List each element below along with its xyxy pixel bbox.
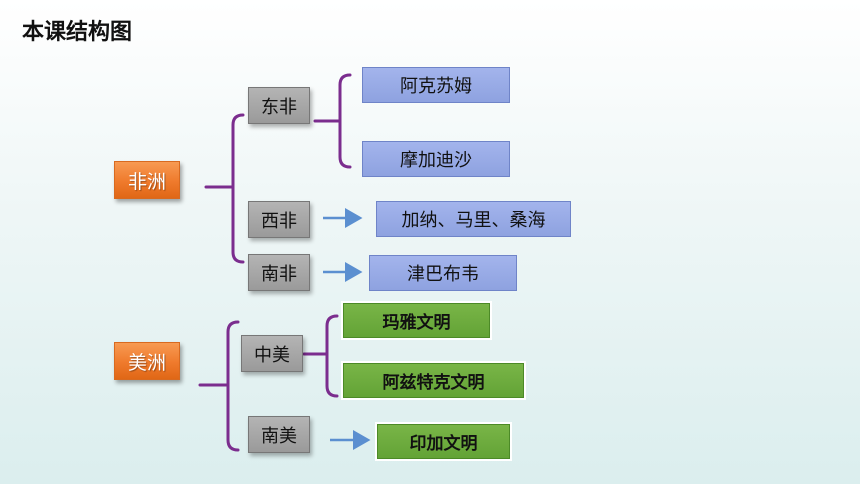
subregion-east-africa: 东非 <box>248 87 310 124</box>
item-zimbabwe: 津巴布韦 <box>369 255 517 291</box>
subregion-west-africa: 西非 <box>248 201 310 238</box>
region-africa: 非洲 <box>114 161 180 199</box>
page-title: 本课结构图 <box>22 20 133 45</box>
item-maya: 玛雅文明 <box>341 301 492 340</box>
america-bracket <box>198 320 240 452</box>
africa-bracket <box>204 113 245 264</box>
item-ghana-mali-songhai: 加纳、马里、桑海 <box>376 201 571 237</box>
subregion-south-america: 南美 <box>248 416 310 453</box>
east-africa-bracket <box>313 73 352 169</box>
region-america: 美洲 <box>114 342 180 380</box>
item-aksum: 阿克苏姆 <box>362 67 510 103</box>
subregion-central-america: 中美 <box>241 335 303 372</box>
subregion-south-africa: 南非 <box>248 254 310 291</box>
item-inca: 印加文明 <box>375 422 512 461</box>
item-mogadishu: 摩加迪沙 <box>362 141 510 177</box>
central-america-bracket <box>302 314 339 398</box>
item-aztec: 阿兹特克文明 <box>341 361 526 400</box>
